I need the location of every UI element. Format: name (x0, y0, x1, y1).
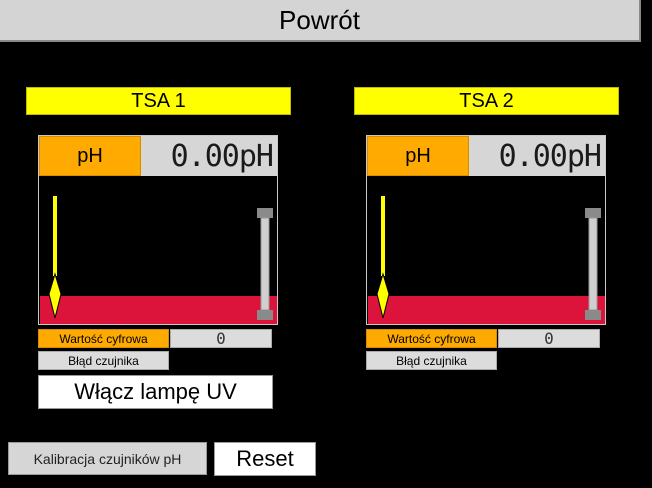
uv-lamp-button[interactable]: Włącz lampę UV (38, 375, 273, 409)
header-title: Powrót (279, 4, 360, 35)
tsa1-sensor-error: Błąd czujnika (38, 351, 169, 370)
tsa2-digital-value: 0 (498, 329, 600, 348)
tsa1-ph-value: 0.00pH (141, 136, 277, 176)
tsa1-title: TSA 1 (26, 87, 291, 115)
tsa1-indicator-needle (48, 196, 62, 319)
tsa2-level-bar (368, 296, 605, 324)
tsa2-digital-label: Wartość cyfrowa (366, 329, 497, 348)
tsa2-sensor-error: Błąd czujnika (366, 351, 497, 370)
tsa2-gauge-panel: pH 0.00pH (366, 135, 606, 325)
reset-button[interactable]: Reset (214, 442, 316, 476)
tsa1-ph-label: pH (39, 136, 141, 176)
tsa2-ph-label: pH (367, 136, 469, 176)
tsa1-vertical-scale (257, 208, 273, 320)
back-button[interactable]: Powrót (0, 0, 641, 42)
tsa2-title: TSA 2 (354, 87, 619, 115)
tsa2-ph-value: 0.00pH (469, 136, 605, 176)
tsa1-gauge-panel: pH 0.00pH (38, 135, 278, 325)
tsa2-vertical-scale (585, 208, 601, 320)
calibration-button[interactable]: Kalibracja czujników pH (8, 442, 207, 475)
tsa1-digital-label: Wartość cyfrowa (38, 329, 169, 348)
tsa2-indicator-needle (376, 196, 390, 319)
tsa1-digital-value: 0 (170, 329, 272, 348)
tsa1-level-bar (40, 296, 277, 324)
